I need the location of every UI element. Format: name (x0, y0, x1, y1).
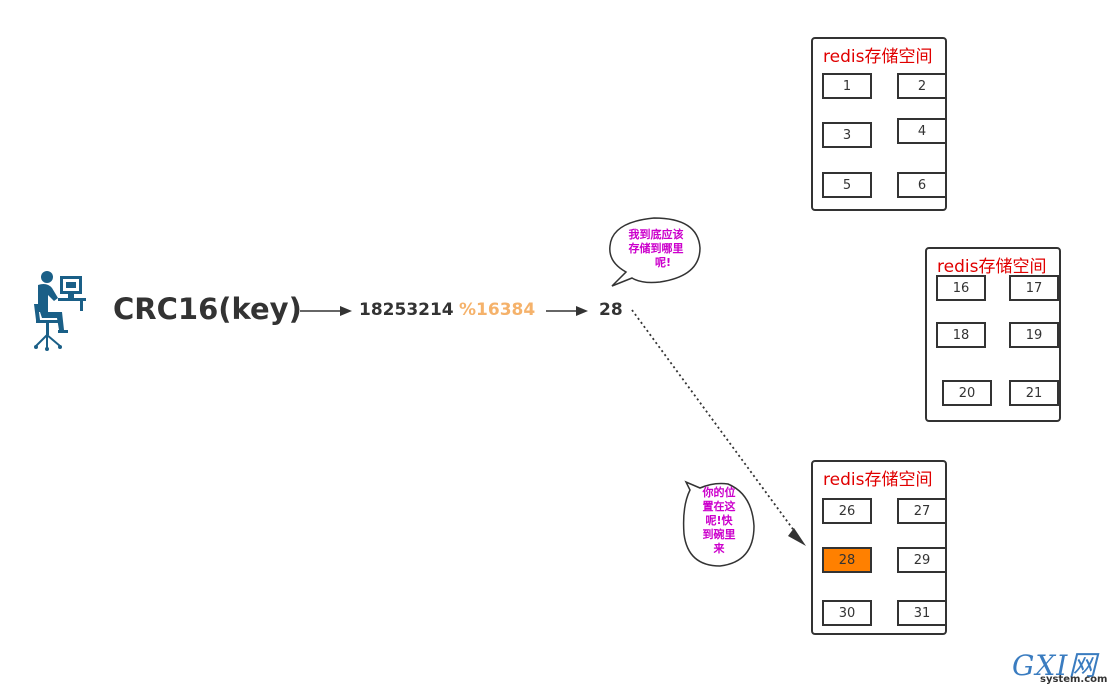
slot-box: 27 (897, 498, 947, 524)
bubble-line: 我到底应该 (628, 228, 684, 241)
bubble-line: 存储到哪里 (628, 242, 684, 255)
watermark-logo: GXI网 system.com (1010, 644, 1107, 688)
watermark-brand: GXI网 (1012, 649, 1098, 682)
bubble-line: 置在这 (702, 500, 736, 513)
slot-box: 31 (897, 600, 947, 626)
slot-box: 5 (822, 172, 872, 198)
bubble-line: 到碗里 (702, 528, 736, 541)
bubble-line: 呢!快 (705, 514, 733, 527)
redis-storage-panel: redis存储空间 1 2 3 4 5 6 (811, 37, 947, 211)
speech-bubble-answer-text: 你的位 置在这 呢!快 到碗里 来 (690, 486, 748, 556)
arrow-right-icon (546, 306, 588, 316)
speech-bubble-question (609, 217, 701, 287)
panel-title: redis存储空间 (937, 257, 1047, 277)
dotted-arrow (631, 309, 806, 546)
bubble-line: 你的位 (702, 486, 736, 499)
speech-bubble-question-text: 我到底应该 存储到哪里 呢! (614, 228, 698, 270)
slot-box: 19 (1009, 322, 1059, 348)
arrow-right-icon (300, 306, 352, 316)
crc16-function-label: CRC16(key) (113, 292, 302, 326)
panel-title: redis存储空间 (823, 47, 933, 67)
slot-result: 28 (599, 300, 623, 320)
user-computer-icon (34, 271, 86, 351)
bubble-line: 呢! (654, 256, 672, 269)
panel-title: redis存储空间 (823, 470, 933, 490)
slot-box: 30 (822, 600, 872, 626)
redis-storage-panel: redis存储空间 26 27 28 29 30 31 (811, 460, 947, 635)
bubble-line: 来 (713, 542, 725, 555)
slot-box: 6 (897, 172, 947, 198)
slot-box: 20 (942, 380, 992, 406)
slot-box: 16 (936, 275, 986, 301)
slot-box: 26 (822, 498, 872, 524)
redis-storage-panel: redis存储空间 16 17 18 19 20 21 (925, 247, 1061, 422)
slot-box: 17 (1009, 275, 1059, 301)
watermark-site: system.com (1040, 674, 1107, 685)
slot-box-active: 28 (822, 547, 872, 573)
slot-box: 4 (897, 118, 947, 144)
slot-box: 21 (1009, 380, 1059, 406)
slot-box: 1 (822, 73, 872, 99)
speech-bubble-answer (682, 480, 755, 567)
slot-box: 2 (897, 73, 947, 99)
modulo-label: %16384 (459, 300, 536, 320)
hash-value: 18253214 (359, 300, 454, 320)
slot-box: 29 (897, 547, 947, 573)
slot-box: 18 (936, 322, 986, 348)
slot-box: 3 (822, 122, 872, 148)
